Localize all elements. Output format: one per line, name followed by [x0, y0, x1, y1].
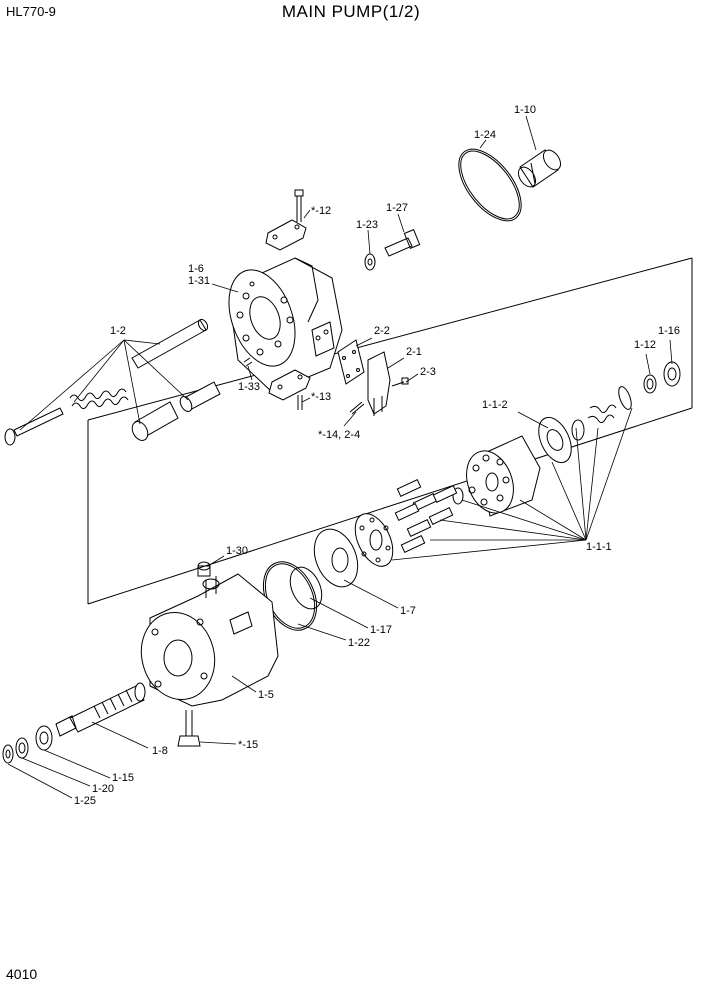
- label-1-16: 1-16: [658, 325, 680, 337]
- label-star-15: *-15: [238, 739, 258, 751]
- label-1-10: 1-10: [514, 104, 536, 116]
- label-1-12: 1-12: [634, 339, 656, 351]
- label-1-1-1: 1-1-1: [586, 541, 612, 553]
- leader-lines: [7, 115, 673, 799]
- label-1-1-2: 1-1-2: [482, 399, 508, 411]
- leader-lines-1-1-1: [391, 407, 633, 561]
- label-1-8: 1-8: [152, 745, 168, 757]
- assembly-outline: [87, 257, 693, 605]
- label-1-15: 1-15: [112, 772, 134, 784]
- label-1-25: 1-25: [74, 795, 96, 807]
- label-1-20: 1-20: [92, 783, 114, 795]
- guide-pin-assembly: [4, 318, 221, 446]
- label-1-30: 1-30: [226, 545, 248, 557]
- page-title: MAIN PUMP(1/2): [281, 2, 421, 21]
- model-code: HL770-9: [6, 4, 56, 19]
- part-labels: 1-10 1-24 *-12 1-23 1-27 1-6 1-31 1-2 2-…: [74, 104, 680, 807]
- bearing-ring-set: [618, 361, 681, 410]
- drive-shaft: [55, 682, 201, 747]
- regulator-valve: [337, 339, 409, 416]
- label-1-23: 1-23: [356, 219, 378, 231]
- label-2-1: 2-1: [406, 346, 422, 358]
- label-1-7: 1-7: [400, 605, 416, 617]
- label-2-3: 2-3: [420, 366, 436, 378]
- label-1-22: 1-22: [348, 637, 370, 649]
- label-1-31: 1-31: [188, 275, 210, 287]
- label-1-33: 1-33: [238, 381, 260, 393]
- pump-casing: [140, 561, 279, 707]
- label-2-2: 2-2: [374, 325, 390, 337]
- label-star-14-2-4: *-14, 2-4: [318, 429, 360, 441]
- cover-plate-top: [265, 189, 307, 251]
- label-1-27: 1-27: [386, 202, 408, 214]
- shaft-bearing-rings: [2, 725, 53, 764]
- label-1-17: 1-17: [370, 624, 392, 636]
- pump-housing: [228, 257, 343, 393]
- page-number: 4010: [6, 966, 38, 982]
- label-1-24: 1-24: [474, 129, 496, 141]
- washer-bolt: [364, 229, 421, 271]
- coupling-part: [458, 148, 562, 222]
- cover-plate-bottom: [243, 357, 311, 410]
- label-1-2: 1-2: [110, 325, 126, 337]
- label-1-5: 1-5: [258, 689, 274, 701]
- label-star-13: *-13: [311, 391, 331, 403]
- label-1-6: 1-6: [188, 263, 204, 275]
- rotating-group: [313, 404, 617, 588]
- label-star-12: *-12: [311, 205, 331, 217]
